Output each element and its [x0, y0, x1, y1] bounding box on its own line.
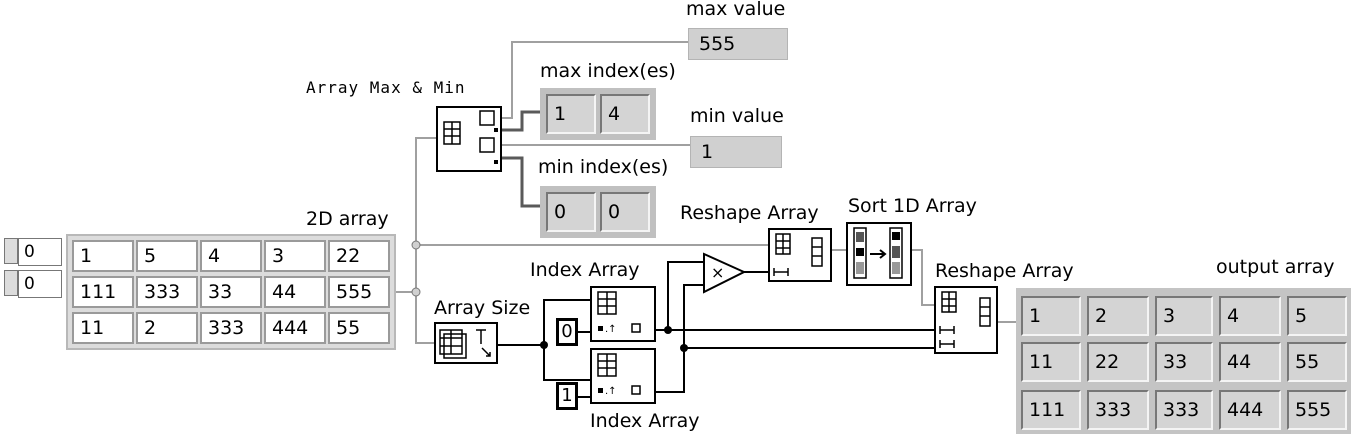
sort-1d-array-node[interactable] [846, 222, 912, 286]
row-index-spinner[interactable] [4, 238, 18, 264]
output-cell: 555 [1287, 390, 1347, 430]
wire-sort-to-reshape [910, 249, 936, 306]
sort-icon [853, 227, 903, 279]
input-cell[interactable]: 55 [328, 312, 390, 344]
array-size-node[interactable] [434, 322, 498, 364]
multiply-symbol: × [711, 263, 724, 282]
input-cell[interactable]: 333 [200, 312, 262, 344]
input-cell[interactable]: 444 [264, 312, 326, 344]
min-index-cell: 0 [546, 192, 596, 232]
2d-array-control: 1 5 4 3 22 111 333 33 44 555 11 2 333 44… [66, 234, 396, 350]
max-indexes-label: max index(es) [540, 60, 676, 82]
array-size-icon [439, 329, 491, 359]
array-max-min-node[interactable] [436, 106, 502, 172]
output-cell: 1 [1021, 296, 1081, 336]
output-cell: 33 [1155, 342, 1213, 382]
multiply-node [703, 252, 747, 294]
min-indexes-label: min index(es) [538, 156, 669, 178]
input-cell[interactable]: 33 [200, 276, 262, 308]
input-cell[interactable]: 4 [200, 240, 262, 272]
row-index-field[interactable]: 0 [18, 238, 62, 266]
reshape-array-top-label: Reshape Array [680, 202, 819, 224]
output-cell: 444 [1219, 390, 1281, 430]
2d-array-label: 2D array [306, 208, 389, 230]
output-cell: 55 [1287, 342, 1347, 382]
input-cell[interactable]: 555 [328, 276, 390, 308]
index-array-icon: .↑ [597, 291, 641, 335]
output-cell: 333 [1087, 390, 1149, 430]
input-cell[interactable]: 3 [264, 240, 326, 272]
min-value-label: min value [690, 105, 784, 127]
reshape-array-icon [939, 291, 991, 348]
output-cell: 2 [1087, 296, 1149, 336]
output-cell: 22 [1087, 342, 1149, 382]
wire-size-to-index-bottom [543, 345, 592, 381]
index-constant-1[interactable]: 1 [556, 382, 578, 410]
junction-cols [680, 344, 688, 352]
output-cell: 4 [1219, 296, 1281, 336]
input-cell[interactable]: 333 [136, 276, 198, 308]
input-cell[interactable]: 11 [72, 312, 134, 344]
wire-max-value [500, 41, 690, 119]
output-cell: 333 [1155, 390, 1213, 430]
reshape-array-icon [773, 233, 823, 276]
input-cell[interactable]: 5 [136, 240, 198, 272]
output-cell: 111 [1021, 390, 1081, 430]
input-cell[interactable]: 22 [328, 240, 390, 272]
wire-cols [656, 347, 936, 393]
index-array-bottom-node[interactable]: .↑ [590, 348, 656, 404]
index-array-top-node[interactable]: .↑ [590, 286, 656, 342]
max-value-indicator: 555 [688, 28, 788, 60]
junction-size [540, 341, 548, 349]
max-index-cell: 1 [546, 94, 596, 134]
reshape-array-bottom-label: Reshape Array [935, 260, 1074, 282]
input-cell[interactable]: 1 [72, 240, 134, 272]
sort-1d-array-label: Sort 1D Array [848, 195, 977, 217]
svg-text:.↑: .↑ [605, 324, 617, 335]
reshape-array-top-node[interactable] [768, 228, 832, 282]
wire-2d-array-to-array-size [415, 292, 436, 344]
wire-max-index [500, 110, 540, 132]
max-index-cell: 4 [600, 94, 650, 134]
input-cell[interactable]: 111 [72, 276, 134, 308]
input-cell[interactable]: 2 [136, 312, 198, 344]
index-constant-0[interactable]: 0 [556, 318, 578, 346]
wire-cols-to-multiply [683, 284, 704, 348]
wire-min-index [500, 156, 540, 208]
wire-size-to-index-top [543, 299, 592, 345]
array-size-label: Array Size [434, 297, 531, 319]
junction-2d-mid [411, 287, 421, 297]
output-cell: 44 [1219, 342, 1281, 382]
svg-text:.↑: .↑ [605, 386, 617, 397]
wire-2d-array-to-reshape [395, 244, 770, 293]
array-max-min-icon [443, 110, 498, 164]
output-array-label: output array [1216, 256, 1335, 278]
array-max-min-label: Array Max & Min [306, 78, 466, 97]
index-array-bottom-label: Index Array [590, 410, 700, 432]
output-cell: 5 [1287, 296, 1347, 336]
input-cell[interactable]: 44 [264, 276, 326, 308]
wire-rows-to-multiply [667, 261, 704, 330]
max-value-label: max value [686, 0, 786, 20]
junction-rows [664, 326, 672, 334]
column-index-spinner[interactable] [4, 270, 18, 296]
output-array-indicator: 1 2 3 4 5 11 22 33 44 55 111 333 333 444… [1016, 288, 1351, 434]
index-array-icon: .↑ [597, 353, 641, 397]
min-index-cell: 0 [600, 192, 650, 232]
min-value-indicator: 1 [690, 136, 782, 168]
junction-2d-top [411, 240, 421, 250]
min-index-array: 0 0 [540, 186, 656, 238]
reshape-array-bottom-node[interactable] [934, 286, 998, 354]
max-index-array: 1 4 [540, 88, 656, 140]
index-array-top-label: Index Array [530, 259, 640, 281]
column-index-field[interactable]: 0 [18, 270, 62, 298]
output-cell: 3 [1155, 296, 1213, 336]
output-cell: 11 [1021, 342, 1081, 382]
